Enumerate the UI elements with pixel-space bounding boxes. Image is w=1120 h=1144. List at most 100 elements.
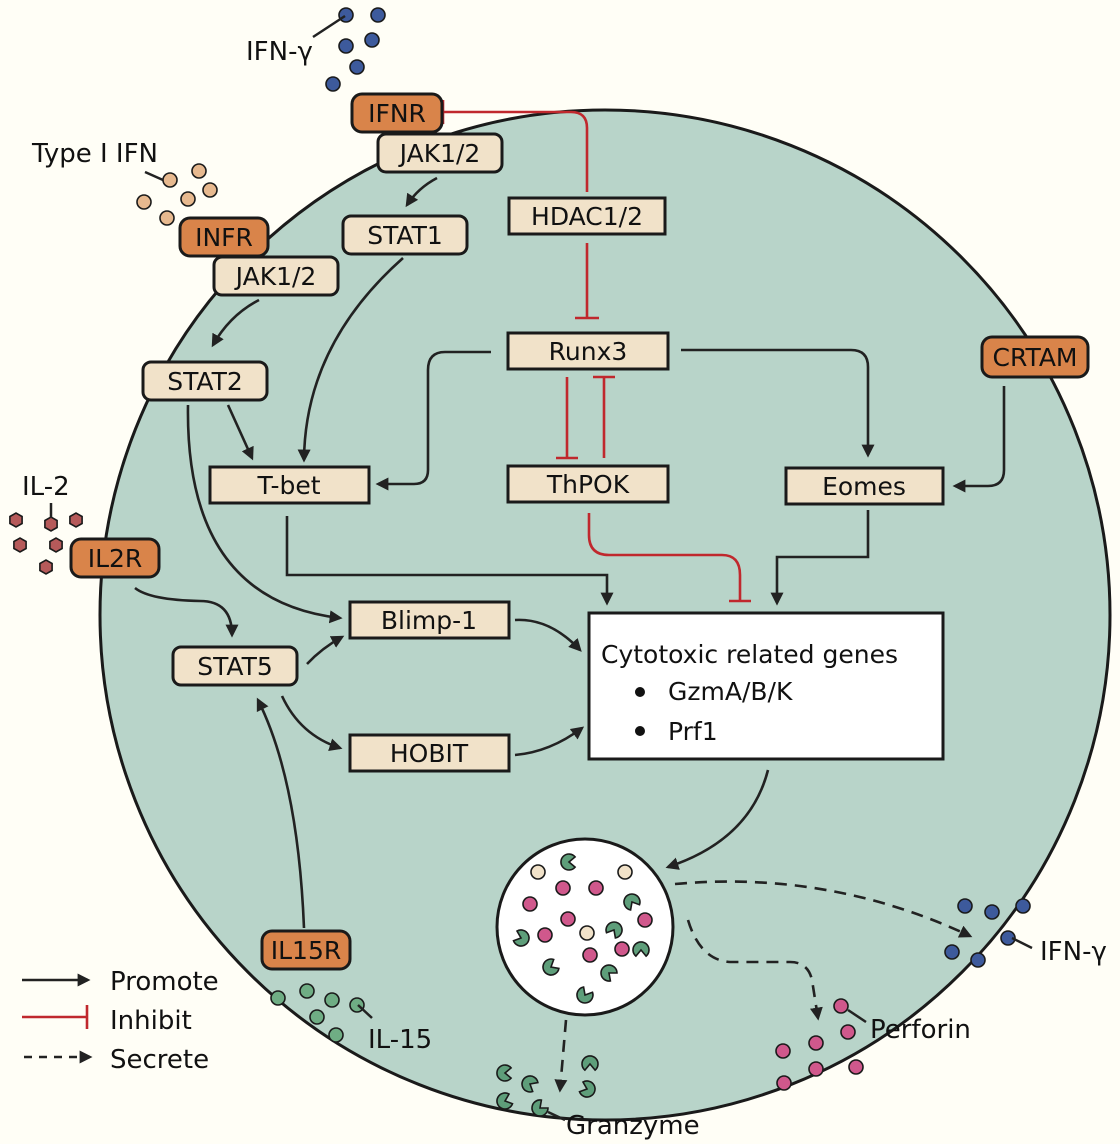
ifn-gamma-particle [984, 904, 1000, 920]
granzyme-particle [496, 1064, 513, 1082]
arrow-crtam-to-eomes [952, 386, 1006, 493]
node-runx3-label: Runx3 [549, 337, 628, 366]
node-hobit-label: HOBIT [390, 739, 469, 768]
arrow-il15r-to-stat5 [256, 697, 306, 929]
granule-perforin-particle [614, 941, 630, 957]
type1-ifn-particle [162, 172, 178, 188]
granule-granzyme-particle [576, 986, 594, 1004]
perforin-label: Perforin [870, 1015, 971, 1045]
node-hdac: HDAC1/2 [507, 196, 667, 236]
granule-granzyme-particle [605, 921, 623, 939]
ifn-gamma-particle [944, 944, 960, 960]
il15-particle [309, 1009, 325, 1025]
granule-contents [512, 853, 653, 1004]
granule-ifn-particle [617, 864, 633, 880]
receptor-infr-label: INFR [195, 223, 253, 252]
arrow-runx3-to-tbet [375, 350, 491, 491]
ifn-gamma-particle [349, 59, 365, 75]
ifn-gamma-particle [370, 7, 386, 23]
granzyme-label: Granzyme [566, 1111, 700, 1141]
receptor-infr: INFR [178, 216, 270, 258]
inhibit-hdac-to-runx3 [575, 243, 599, 320]
arrow-runx3-to-eomes [681, 348, 875, 458]
type1-ifn-particle [136, 194, 152, 210]
cytotoxic-genes-box: Cytotoxic related genes GzmA/B/K Prf1 [587, 611, 945, 761]
arrow-stat2-to-blimp1 [186, 404, 343, 624]
gene-bullet [635, 687, 645, 697]
ifn-gamma-particle [970, 952, 986, 968]
il2-label: IL-2 [22, 472, 70, 502]
ifn-gamma-out-cluster [944, 898, 1031, 968]
perforin-particle [776, 1075, 792, 1091]
il15-particle [299, 983, 315, 999]
arrow-blimp1-to-genes [514, 618, 582, 652]
perforin-particle [808, 1035, 824, 1051]
granzyme-particle [581, 1055, 599, 1072]
node-jak-left-label: JAK1/2 [234, 262, 317, 291]
ifn-gamma-particle [364, 32, 380, 48]
granule-granzyme-particle [623, 893, 641, 911]
genes-box-title: Cytotoxic related genes [601, 640, 898, 669]
arrow-eomes-to-genes [770, 510, 870, 606]
ifn-gamma-particle [325, 76, 341, 92]
granzyme-pointer [547, 1110, 566, 1122]
receptor-ifnr: IFNR [350, 92, 444, 134]
node-stat5-label: STAT5 [197, 652, 273, 681]
granule-granzyme-particle [560, 853, 577, 871]
secrete-perforin [686, 919, 823, 1021]
node-stat5: STAT5 [171, 645, 299, 687]
node-blimp1-label: Blimp-1 [381, 606, 477, 635]
granule-perforin-particle [582, 947, 598, 963]
legend-label-promote: Promote [110, 967, 219, 997]
granule-granzyme-particle [512, 929, 530, 947]
node-tbet-label: T-bet [256, 471, 320, 500]
granule-ifn-particle [530, 864, 546, 880]
granule-granzyme-particle [632, 941, 650, 958]
node-jak-top: JAK1/2 [376, 132, 504, 174]
perforin-particle [840, 1024, 856, 1040]
perforin-particle [808, 1061, 824, 1077]
legend-label-secrete: Secrete [110, 1045, 209, 1075]
il2-particle [69, 512, 83, 528]
type1-ifn-particle [159, 210, 175, 226]
granule-ifn-particle [579, 925, 595, 941]
node-eomes-label: Eomes [822, 472, 906, 501]
ifn-gamma-particle [1015, 898, 1031, 914]
perforin-particle [833, 998, 849, 1014]
il2-particle [39, 559, 53, 575]
il15-label: IL-15 [368, 1025, 432, 1055]
il2-particle [13, 537, 27, 553]
receptor-crtam: CRTAM [980, 335, 1090, 379]
perforin-particle [848, 1059, 864, 1075]
il15-cluster [270, 983, 365, 1043]
gene-item: GzmA/B/K [668, 677, 793, 706]
node-runx3: Runx3 [506, 331, 670, 371]
type1-ifn-cluster [136, 163, 218, 226]
node-jak-top-label: JAK1/2 [398, 139, 481, 168]
arrow-stat5-to-blimp1 [306, 635, 345, 665]
node-jak-left: JAK1/2 [212, 255, 340, 297]
granzyme-particle [496, 1092, 514, 1110]
perforin-pointer [847, 1008, 867, 1024]
ifn-gamma-particle [338, 38, 354, 54]
arrow-genes-to-granule [665, 769, 770, 870]
legend-label-inhibit: Inhibit [110, 1006, 192, 1036]
legend-item-promote: Promote [22, 967, 219, 997]
type1-ifn-particle [202, 182, 218, 198]
type1-ifn-label: Type I IFN [31, 139, 158, 169]
ifn-gamma-particle [957, 898, 973, 914]
ifn-gamma-particle [1000, 930, 1016, 946]
legend-item-inhibit: Inhibit [22, 1005, 192, 1036]
il15-particle [324, 992, 340, 1008]
ifn-gamma-top-cluster [325, 7, 386, 92]
il15-particle [270, 990, 286, 1006]
ifn-gamma-top-label: IFN-γ [246, 37, 313, 67]
arrow-stat2-to-tbet [226, 404, 254, 461]
il2-particle [9, 512, 23, 528]
node-thpok-label: ThPOK [546, 470, 630, 499]
granzyme-cluster [496, 1055, 599, 1117]
inhibit-thpok-to-runx3 [593, 375, 615, 458]
type1-ifn-pointer [144, 170, 164, 182]
granzyme-particle [578, 1080, 596, 1098]
